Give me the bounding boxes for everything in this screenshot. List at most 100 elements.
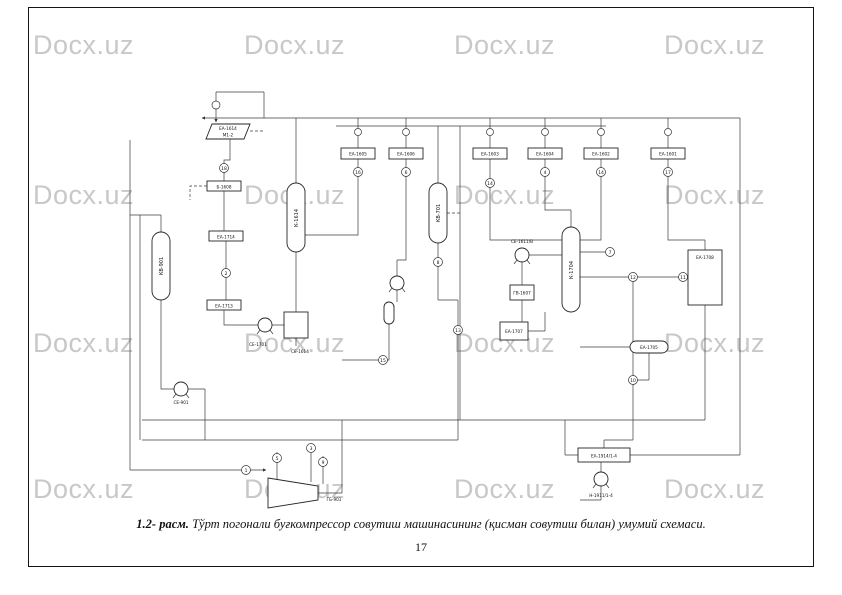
separator-small: [383, 301, 395, 325]
stream-number: 3: [306, 443, 316, 453]
box-ea1914: ЕА-1914/1-4: [577, 447, 631, 463]
equipment-tag: ЕА-1606: [397, 152, 415, 157]
pump-ce901: СЕ-901: [172, 381, 190, 405]
svg-text:14: 14: [487, 181, 493, 187]
page-number: 17: [415, 540, 427, 554]
pump-n1911: Н-1911/1-4: [589, 471, 613, 498]
exchanger-ea1708: ЕА-1708: [687, 249, 723, 306]
equipment-tag: СЕ-1611/В: [511, 239, 533, 244]
stream-number: 15: [378, 355, 388, 365]
equipment-tag: ЕА-1605: [349, 152, 367, 157]
stream-number: 6: [401, 167, 411, 177]
compressor-gb901: ГБ-901: [267, 477, 342, 509]
condenser-ea1604: ЕА-1604: [527, 147, 563, 160]
condenser-ea1601: ЕА-1601: [650, 147, 686, 160]
watermark-text: Docx.uz: [454, 180, 556, 210]
stream-number: 11: [678, 272, 688, 282]
stream-number: 14: [596, 167, 606, 177]
equipment-tag: СЕ-901: [173, 400, 188, 405]
equipment-tag: ЕА-1705: [640, 345, 658, 350]
box-gv1607: ГВ-1607: [509, 284, 535, 301]
vessel-kv901: КВ-901: [151, 231, 171, 301]
watermark-text: Docx.uz: [33, 328, 135, 358]
svg-text:9: 9: [322, 460, 325, 466]
equipment-tag: КВ-901: [159, 257, 165, 275]
watermark-text: Docx.uz: [454, 474, 556, 504]
equipment-tag: ЕА-1714: [217, 235, 235, 240]
stream-number: 18: [219, 163, 229, 173]
watermark-text: Docx.uz: [664, 474, 766, 504]
equipment-tag: ЕА-1602: [592, 152, 610, 157]
stream-number: 10: [628, 375, 638, 385]
svg-text:6: 6: [405, 170, 408, 176]
exchanger-ea1713: ЕА-1713: [206, 299, 242, 311]
equipment-tag: КВ-701: [436, 204, 442, 222]
equipment-tag: ЕА-1601: [659, 152, 677, 157]
vessel-kv701: КВ-701: [428, 182, 448, 244]
equipment-tag: СЕ-1614: [291, 349, 309, 354]
vent-circles: [211, 100, 672, 136]
vessel-ea1705: ЕА-1705: [629, 340, 669, 354]
page-border: [28, 7, 814, 567]
stream-number: 9: [318, 457, 328, 467]
figure-caption: 1.2- расм. Тўрт погонали буғкомпрессор с…: [0, 517, 842, 532]
watermark-text: Docx.uz: [454, 30, 556, 60]
svg-text:16: 16: [355, 170, 361, 176]
pump-ce1701: СЕ-1701: [249, 317, 274, 347]
svg-text:14: 14: [598, 170, 604, 176]
vessel-k1614: К-1614: [286, 182, 306, 253]
watermark-text: Docx.uz: [664, 328, 766, 358]
svg-text:7: 7: [609, 250, 612, 256]
condenser-ea1605: ЕА-1605: [340, 147, 376, 160]
svg-text:4: 4: [544, 170, 547, 176]
stream-number: 13: [453, 325, 463, 335]
watermark-text: Docx.uz: [33, 474, 135, 504]
stream-number: 4: [540, 167, 550, 177]
watermark-text: Docx.uz: [33, 30, 135, 60]
figure-caption-label: 1.2- расм.: [136, 517, 189, 531]
equipment-tag: СЕ-1701: [249, 342, 267, 347]
stream-number: 14: [485, 178, 495, 188]
condenser-ea1603: ЕА-1603: [472, 147, 508, 160]
equipment-tag: ГБ-901: [327, 497, 342, 502]
tank-ce1614: СЕ-1614: [283, 311, 309, 354]
condenser-ea1602: ЕА-1602: [583, 147, 619, 160]
equipment-tag: ЕА-1614: [219, 126, 237, 131]
svg-text:15: 15: [380, 358, 386, 364]
svg-text:12: 12: [630, 275, 636, 281]
equipment-tag: ЕА-1713: [215, 304, 233, 309]
stream-number: 12: [628, 272, 638, 282]
watermark-text: Docx.uz: [33, 180, 135, 210]
figure-caption-text: Тўрт погонали буғкомпрессор совутиш маши…: [192, 517, 706, 531]
equipment-tag: ЕА-1914/1-4: [591, 454, 617, 459]
equipment-tag: Б-1608: [216, 185, 231, 190]
svg-text:18: 18: [221, 166, 227, 172]
stream-number: 8: [433, 257, 443, 267]
stream-number: 16: [353, 167, 363, 177]
pump-mid: [388, 275, 406, 293]
stream-number: 2: [221, 268, 231, 278]
svg-text:2: 2: [225, 271, 228, 277]
condenser-ea1606: ЕА-1606: [388, 147, 424, 160]
vessel-k1704: К-1704: [561, 226, 581, 313]
svg-text:11: 11: [680, 275, 686, 281]
svg-text:3: 3: [310, 446, 313, 452]
equipment-tag: ЕА-1707: [505, 329, 523, 334]
equipment-tag: ЕА-1604: [536, 152, 554, 157]
equipment-tag: Н-1911/1-4: [589, 493, 613, 498]
box-ea1707: ЕА-1707: [499, 321, 529, 341]
equipment-tag: ГВ-1607: [513, 291, 531, 296]
exchanger-ea1714: ЕА-1714: [208, 230, 244, 242]
stream-number: 17: [663, 167, 673, 177]
svg-text:13: 13: [455, 328, 461, 334]
equipment-tag: ЕА-1708: [696, 255, 714, 260]
equipment-tag: ЕА-1603: [481, 152, 499, 157]
svg-text:1: 1: [245, 468, 248, 474]
stream-number: 7: [605, 247, 615, 257]
watermark-text: Docx.uz: [244, 30, 346, 60]
svg-text:10: 10: [630, 378, 636, 384]
svg-text:8: 8: [437, 260, 440, 266]
equipment-tag: К-1614: [294, 209, 300, 227]
stream-number: 5: [272, 453, 282, 463]
equipment-tag: К-1704: [569, 261, 575, 279]
